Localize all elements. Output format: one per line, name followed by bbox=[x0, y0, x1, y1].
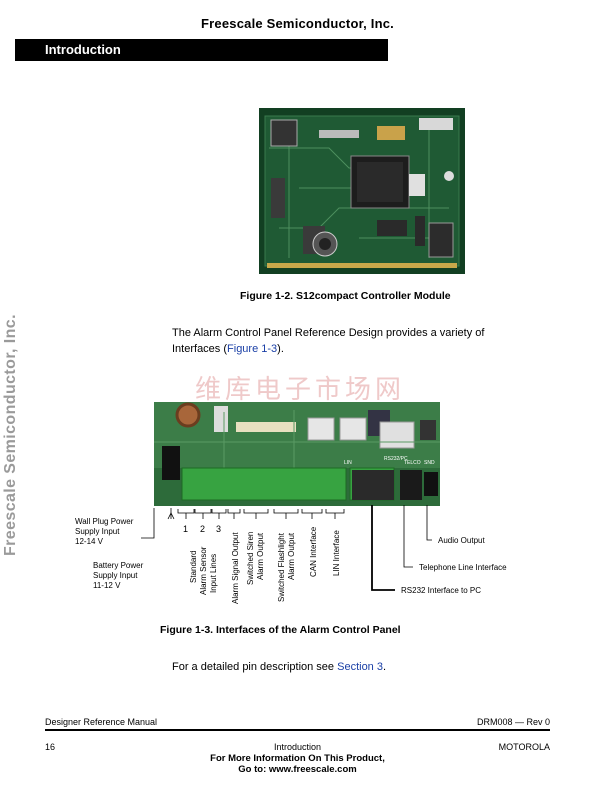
controller-module-photo bbox=[259, 108, 465, 274]
switched-siren-label: Switched Siren bbox=[246, 532, 255, 585]
sensor-label-alarm-sensor: Alarm Sensor bbox=[199, 546, 208, 595]
intro-line-2-suffix: ). bbox=[277, 343, 284, 355]
intro-line-2-prefix: Interfaces ( bbox=[172, 343, 228, 355]
sensor-number-1: 1 bbox=[183, 524, 188, 534]
telco-board-label: TELCO bbox=[404, 460, 421, 466]
sensor-number-3: 3 bbox=[216, 524, 221, 534]
siren-alarm-output-label: Alarm Output bbox=[256, 532, 265, 580]
controller-module-drawing bbox=[259, 108, 465, 274]
footer-doc-id: DRM008 — Rev 0 bbox=[476, 717, 550, 727]
lin-board-label: LIN bbox=[344, 460, 352, 466]
footer-more-info-line-2: Go to: www.freescale.com bbox=[238, 764, 357, 775]
chinese-watermark: 维库电子市场网 bbox=[194, 375, 405, 405]
alarm-signal-output-label: Alarm Signal Output bbox=[231, 532, 240, 604]
audio-output-label: Audio Output bbox=[438, 536, 485, 545]
wall-plug-label-3: 12-14 V bbox=[75, 537, 104, 546]
intro-paragraph: The Alarm Control Panel Reference Design… bbox=[172, 325, 484, 357]
alarm-panel-board-drawing: RS232/PC TELCO SND LIN bbox=[154, 402, 440, 506]
footer-brand: MOTOROLA bbox=[498, 742, 550, 752]
page-number: 16 bbox=[45, 742, 56, 752]
sensor-label-input-lines: Input Lines bbox=[209, 554, 218, 593]
intro-line-2: Interfaces (Figure 1-3). bbox=[172, 341, 484, 357]
footer-manual-title: Designer Reference Manual bbox=[45, 717, 158, 727]
figure-1-3-link[interactable]: Figure 1-3 bbox=[227, 343, 278, 355]
battery-label-2: Supply Input bbox=[93, 571, 138, 580]
company-header: Freescale Semiconductor, Inc. bbox=[201, 16, 394, 31]
wall-plug-label-2: Supply Input bbox=[75, 527, 120, 536]
section-title: Introduction bbox=[45, 42, 121, 57]
lin-interface-label: LIN Interface bbox=[332, 530, 341, 576]
intro-line-1: The Alarm Control Panel Reference Design… bbox=[172, 327, 485, 339]
figure-1-2-caption: Figure 1-2. S12compact Controller Module bbox=[240, 290, 451, 302]
sensor-number-2: 2 bbox=[200, 524, 205, 534]
battery-label-1: Battery Power bbox=[93, 561, 144, 570]
alarm-panel-board-photo: RS232/PC TELCO SND LIN bbox=[154, 402, 440, 506]
pin-description-paragraph: For a detailed pin description see Secti… bbox=[172, 659, 386, 675]
section-3-link[interactable]: Section 3 bbox=[337, 661, 383, 673]
footer-more-info: For More Information On This Product, Go… bbox=[0, 753, 595, 775]
can-interface-label: CAN Interface bbox=[309, 526, 318, 577]
switched-flashlight-label: Switched Flashlight bbox=[277, 532, 286, 602]
footer-rule bbox=[45, 729, 550, 731]
rs232-board-label: RS232/PC bbox=[384, 456, 408, 462]
flashlight-alarm-output-label: Alarm Output bbox=[287, 532, 296, 580]
rs232-interface-label: RS232 Interface to PC bbox=[401, 586, 481, 595]
footer-more-info-line-1: For More Information On This Product, bbox=[210, 753, 385, 764]
pin-description-prefix: For a detailed pin description see bbox=[172, 661, 338, 673]
pin-description-suffix: . bbox=[382, 661, 387, 673]
telephone-interface-label: Telephone Line Interface bbox=[419, 563, 507, 572]
section-title-bar: Introduction bbox=[15, 39, 388, 61]
footer-section-name: Introduction bbox=[273, 742, 322, 752]
wall-plug-label-1: Wall Plug Power bbox=[75, 517, 134, 526]
interfaces-diagram: Wall Plug Power Supply Input 12-14 V Bat… bbox=[75, 505, 507, 604]
figure-1-3-caption: Figure 1-3. Interfaces of the Alarm Cont… bbox=[160, 624, 401, 636]
battery-label-3: 11-12 V bbox=[93, 581, 121, 590]
sound-board-label: SND bbox=[424, 460, 435, 466]
sensor-label-standard: Standard bbox=[189, 551, 198, 583]
